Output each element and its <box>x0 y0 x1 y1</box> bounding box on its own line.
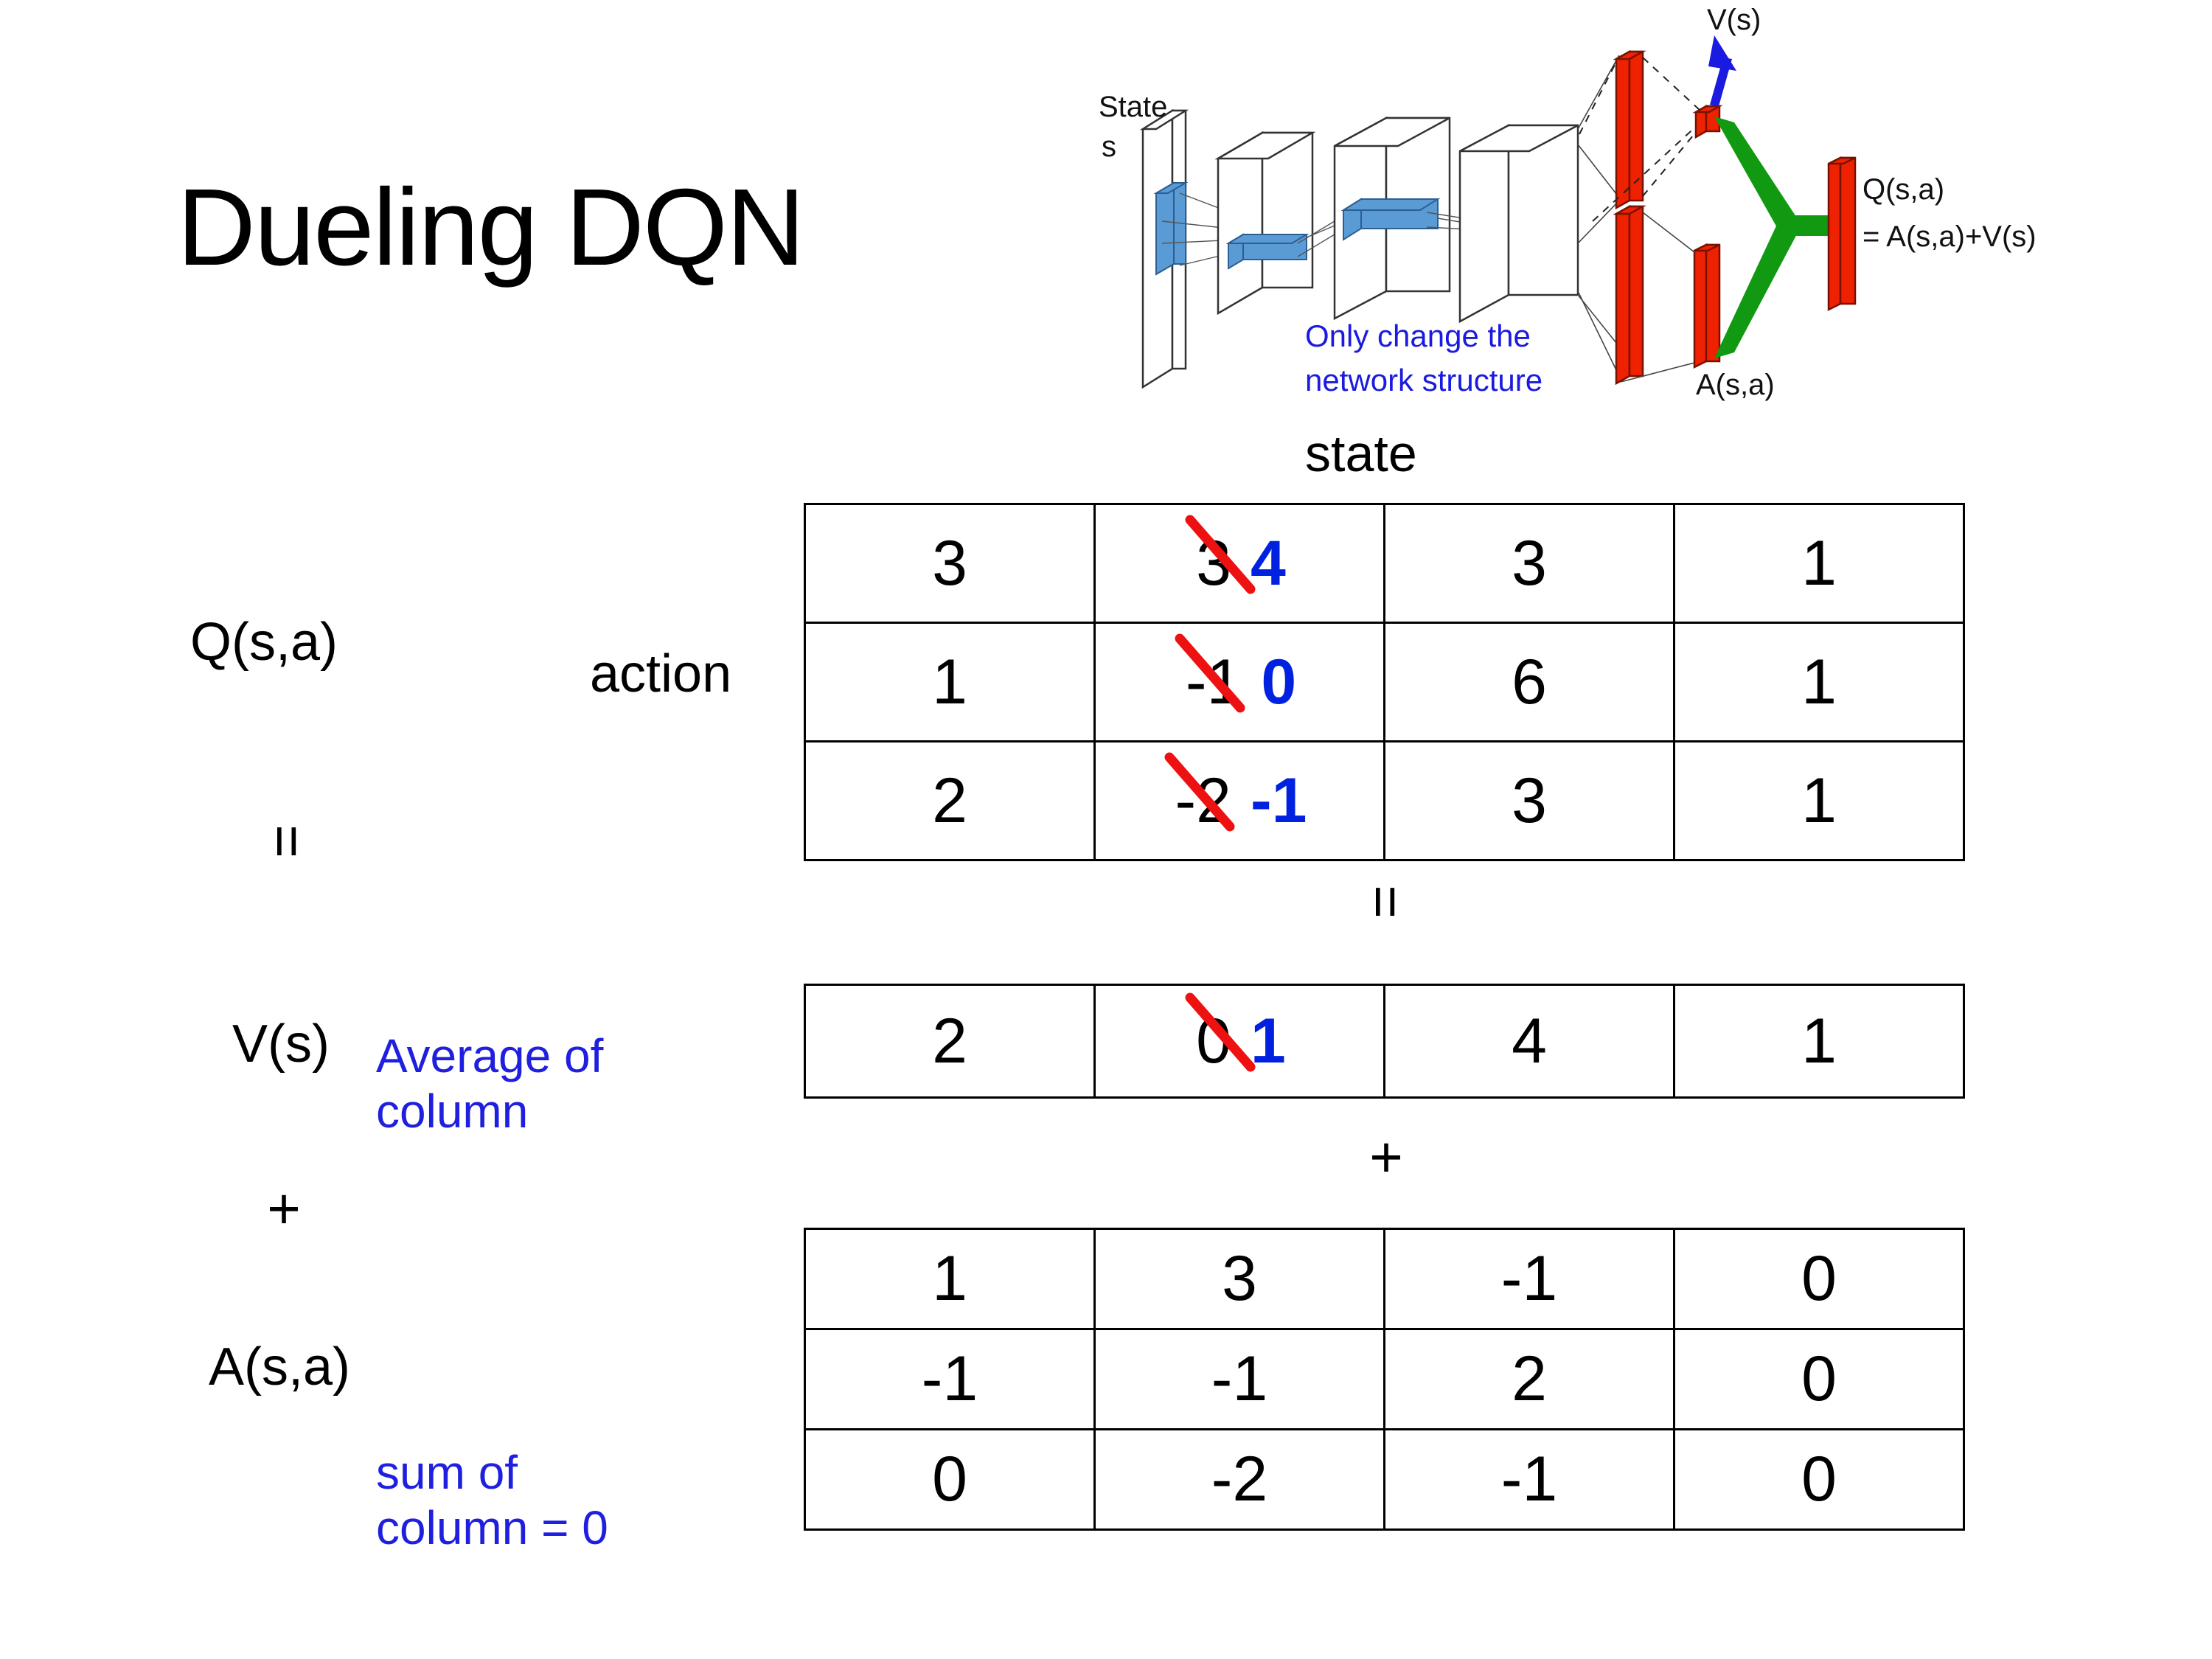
v-cell-r0c1-old-value: 0 <box>1185 992 1256 1078</box>
diagram-output-label-line2: = A(s,a)+V(s) <box>1863 220 2037 253</box>
q-cell-r1c1[interactable]: -1 0 <box>1093 622 1385 742</box>
v-cell-r0c1[interactable]: 0 1 <box>1093 984 1385 1099</box>
stream-split-lines <box>1577 55 1620 377</box>
input-filter-shape <box>1153 181 1189 276</box>
a-cell-r1c1[interactable]: -1 <box>1093 1328 1385 1430</box>
edited-value-wrap: -1 0 <box>1175 633 1297 719</box>
sum-note-line1: sum of <box>376 1446 518 1499</box>
table-row: 1 -1 0 6 1 <box>804 622 1965 742</box>
a-cell-r2c2[interactable]: -1 <box>1383 1428 1675 1531</box>
value-dashed-links <box>1579 57 1701 222</box>
diagram-value-label: V(s) <box>1707 4 1761 36</box>
average-of-column-note: Average of column <box>376 1029 603 1139</box>
value-scalar-cube-shape <box>1692 104 1723 139</box>
q-cell-r0c1-new-value: 4 <box>1251 527 1286 599</box>
q-cell-r2c0[interactable]: 2 <box>804 740 1096 861</box>
edited-value-wrap: 0 1 <box>1185 992 1286 1078</box>
a-function-label: A(s,a) <box>209 1338 351 1397</box>
plus-operator-left: + <box>267 1176 301 1241</box>
a-cell-r1c3[interactable]: 0 <box>1673 1328 1965 1430</box>
conv-filter-1-shape <box>1225 233 1310 270</box>
strikethrough-icon <box>1175 633 1245 712</box>
plus-operator-middle: + <box>1369 1124 1403 1189</box>
q-output-bar-shape <box>1827 156 1857 312</box>
state-axis-label: state <box>1305 425 1417 482</box>
diagram-input-label-line1: State <box>1099 91 1167 123</box>
a-cell-r2c0[interactable]: 0 <box>804 1428 1096 1531</box>
table-row: 0 -2 -1 0 <box>804 1428 1965 1531</box>
q-cell-r0c1-old-value: 3 <box>1185 515 1256 600</box>
a-cell-r2c3[interactable]: 0 <box>1673 1428 1965 1531</box>
a-cell-r1c0[interactable]: -1 <box>804 1328 1096 1430</box>
advantage-stream-bar-shape <box>1613 204 1646 386</box>
dueling-dqn-architecture-diagram: State s V(s) A(s,a) Q(s,a) = A(s,a)+V(s)… <box>1091 0 2212 413</box>
table-row: 3 3 4 3 1 <box>804 503 1965 624</box>
v-cell-r0c2[interactable]: 4 <box>1383 984 1675 1099</box>
a-cell-r2c1[interactable]: -2 <box>1093 1428 1385 1531</box>
v-cell-r0c3[interactable]: 1 <box>1673 984 1965 1099</box>
diagram-input-label-line2: s <box>1102 131 1116 163</box>
q-cell-r2c3[interactable]: 1 <box>1673 740 1965 861</box>
diagram-note-line1: Only change the <box>1305 319 1531 353</box>
table-row: 2 0 1 4 1 <box>804 984 1965 1099</box>
v-cell-r0c1-new-value: 1 <box>1251 1005 1286 1077</box>
q-cell-r1c0[interactable]: 1 <box>804 622 1096 742</box>
equals-operator-left: = <box>255 824 320 855</box>
advantage-vector-cube-shape <box>1693 243 1721 369</box>
q-cell-r0c1[interactable]: 3 4 <box>1093 503 1385 624</box>
table-row: 1 3 -1 0 <box>804 1228 1965 1330</box>
q-cell-r1c3[interactable]: 1 <box>1673 622 1965 742</box>
a-cell-r0c2[interactable]: -1 <box>1383 1228 1675 1330</box>
average-note-line1: Average of <box>376 1029 604 1082</box>
sum-of-column-note: sum of column = 0 <box>376 1445 608 1556</box>
v-cell-r0c0[interactable]: 2 <box>804 984 1096 1099</box>
sum-note-line2: column = 0 <box>376 1500 608 1554</box>
strikethrough-icon <box>1164 752 1235 831</box>
table-row: 2 -2 -1 3 1 <box>804 740 1965 861</box>
edited-value-wrap: -2 -1 <box>1164 752 1307 838</box>
conv-filter-2-shape <box>1340 198 1441 241</box>
table-row: -1 -1 2 0 <box>804 1328 1965 1430</box>
q-cell-r0c3[interactable]: 1 <box>1673 503 1965 624</box>
value-output-arrow <box>1708 35 1736 106</box>
q-cell-r0c2[interactable]: 3 <box>1383 503 1675 624</box>
q-value-table: 3 3 4 3 1 1 -1 0 6 1 2 -2 <box>804 503 1965 861</box>
conv-block-3-shape <box>1458 123 1579 324</box>
advantage-links <box>1620 212 1695 383</box>
q-function-label: Q(s,a) <box>190 613 338 672</box>
q-cell-r1c1-new-value: 0 <box>1261 646 1297 717</box>
v-value-table: 2 0 1 4 1 <box>804 984 1965 1099</box>
a-cell-r1c2[interactable]: 2 <box>1383 1328 1675 1430</box>
q-cell-r2c2[interactable]: 3 <box>1383 740 1675 861</box>
a-cell-r0c0[interactable]: 1 <box>804 1228 1096 1330</box>
diagram-advantage-label: A(s,a) <box>1696 369 1775 401</box>
q-cell-r1c2[interactable]: 6 <box>1383 622 1675 742</box>
q-cell-r1c1-old-value: -1 <box>1175 633 1245 719</box>
merge-aggregator-shape <box>1714 116 1836 358</box>
q-cell-r2c1[interactable]: -2 -1 <box>1093 740 1385 861</box>
a-cell-r0c3[interactable]: 0 <box>1673 1228 1965 1330</box>
value-stream-bar-shape <box>1613 49 1646 210</box>
average-note-line2: column <box>376 1084 529 1138</box>
q-cell-r2c1-new-value: -1 <box>1251 765 1307 836</box>
v-function-label: V(s) <box>232 1015 330 1074</box>
action-axis-label: action <box>590 644 732 703</box>
diagram-output-label-line1: Q(s,a) <box>1863 173 1944 206</box>
connection-lines-2 <box>1297 215 1372 257</box>
q-cell-r0c0[interactable]: 3 <box>804 503 1096 624</box>
page-title: Dueling DQN <box>177 167 805 288</box>
diagram-note-line2: network structure <box>1305 363 1543 397</box>
a-value-table: 1 3 -1 0 -1 -1 2 0 0 -2 -1 0 <box>804 1228 1965 1531</box>
edited-value-wrap: 3 4 <box>1185 515 1286 600</box>
a-cell-r0c1[interactable]: 3 <box>1093 1228 1385 1330</box>
equals-operator-middle: = <box>1354 885 1419 916</box>
q-cell-r2c1-old-value: -2 <box>1164 752 1235 838</box>
conv-block-1-shape <box>1214 131 1316 316</box>
